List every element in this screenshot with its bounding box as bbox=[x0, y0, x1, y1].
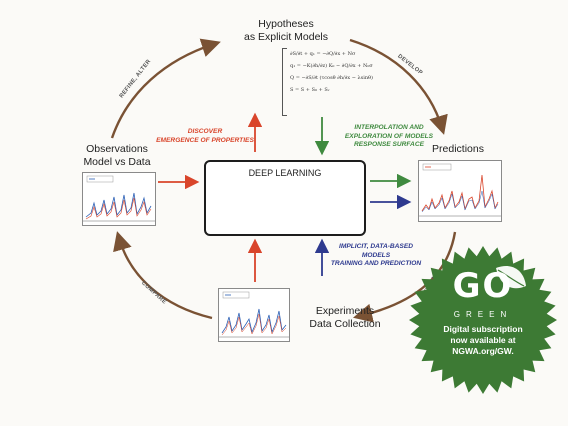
discover-text: DISCOVER EMERGENCE OF PROPERTIES bbox=[156, 128, 254, 144]
badge-subscription: Digital subscription now available at NG… bbox=[408, 324, 558, 357]
badge-line: now available at bbox=[450, 335, 516, 345]
badge-line: NGWA.org/GW. bbox=[452, 346, 514, 356]
equation-line: Q = −∂S/∂t (τcosθ ∂h/∂x − λsinθ) bbox=[290, 75, 374, 81]
hypotheses-label: Hypotheses as Explicit Models bbox=[243, 18, 329, 43]
badge-green-word: GREEN bbox=[453, 310, 513, 319]
deep-learning-box: DEEP LEARNING bbox=[204, 160, 366, 236]
experiments-plot bbox=[218, 288, 290, 342]
equation-block: ∂S/∂t + q₁ = −∂Q/∂x + Nσ q₁ = −K(∂h/∂z) … bbox=[282, 46, 384, 116]
implicit-text: IMPLICIT, DATA-BASED MODELS TRAINING AND… bbox=[330, 243, 422, 267]
observations-plot bbox=[82, 172, 156, 226]
arc-develop bbox=[349, 38, 448, 135]
node-hypotheses: Hypotheses as Explicit Models bbox=[226, 18, 346, 44]
badge-line: Digital subscription bbox=[443, 324, 523, 334]
node-experiments: Experiments Data Collection bbox=[290, 305, 400, 331]
deep-learning-title: DEEP LEARNING bbox=[248, 168, 322, 178]
experiments-plot-graphic bbox=[219, 291, 289, 338]
equation-line: S = S + S₀ + Sᵥ bbox=[290, 87, 330, 93]
go-green-badge[interactable]: GO GREEN Digital subscription now availa… bbox=[408, 240, 558, 400]
predictions-label: Predictions bbox=[432, 143, 484, 155]
note-discover: DISCOVER EMERGENCE OF PROPERTIES bbox=[150, 128, 260, 145]
arc-compare bbox=[113, 231, 213, 320]
badge-logo: GO bbox=[452, 266, 514, 306]
badge-starburst bbox=[409, 246, 557, 394]
observations-plot-graphic bbox=[83, 175, 155, 222]
equation-bracket bbox=[282, 48, 287, 116]
observations-label: Observations Model vs Data bbox=[83, 143, 151, 168]
equation-line: ∂S/∂t + q₁ = −∂Q/∂x + Nσ bbox=[290, 51, 356, 57]
arc-refine bbox=[110, 38, 221, 139]
node-predictions: Predictions bbox=[418, 143, 498, 156]
interpolation-text: INTERPOLATION AND EXPLORATION OF MODELS … bbox=[344, 124, 434, 148]
predictions-plot-graphic bbox=[419, 163, 501, 217]
predictions-plot bbox=[418, 160, 502, 222]
node-observations: Observations Model vs Data bbox=[62, 143, 172, 169]
equation-line: q₁ = −K(∂h/∂z) K₀ − ∂Q/∂x + N₀σ bbox=[290, 63, 373, 69]
experiments-label: Experiments Data Collection bbox=[309, 305, 381, 330]
note-implicit: IMPLICIT, DATA-BASED MODELS TRAINING AND… bbox=[326, 243, 426, 269]
note-interpolation: INTERPOLATION AND EXPLORATION OF MODELS … bbox=[334, 124, 444, 150]
